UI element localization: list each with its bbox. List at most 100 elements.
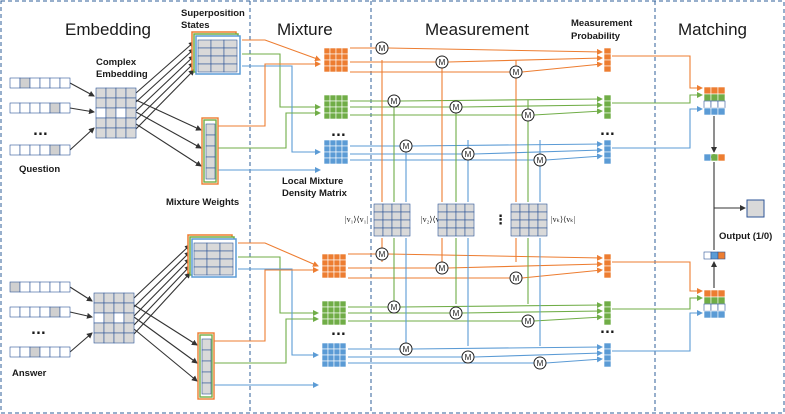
answer-measurement-node-green-circle: [521, 314, 535, 328]
projector-matrix-1-cell: [400, 211, 411, 221]
answer-measurement-node-orange: M: [375, 247, 389, 261]
answer-density-matrix-green-cell: [321, 306, 329, 314]
question-density-matrix-orange-cell: [341, 59, 349, 67]
answer-probability-vector-green-cell: [603, 300, 612, 308]
answer-weight-vector-cell: [201, 371, 212, 384]
question-density-matrix-orange-cell: [329, 59, 337, 67]
question-state-to-mixture-orange: [242, 39, 321, 62]
answer-match-vector-blue-row-cell: [703, 310, 712, 319]
answer-combined-vector: [703, 251, 726, 260]
question-complex-embedding-matrix-cell: [95, 97, 107, 109]
answer-density-matrix-green-cell: [339, 312, 347, 320]
question-probability-vector-orange: [603, 47, 612, 73]
question-word-vector-1: [9, 77, 71, 89]
question-match-vector-green-row: [703, 93, 726, 102]
answer-complex-embedding-matrix-cell: [93, 312, 105, 324]
question-density-matrix-blue-cell: [323, 151, 331, 159]
projector-k-label: |vₖ⟩⟨vₖ|: [551, 215, 575, 224]
question-embedding-to-state-arrow: [135, 48, 195, 103]
answer-complex-embedding-matrix-cell: [123, 332, 135, 344]
answer-word-vector-1-cell: [29, 281, 41, 293]
answer-probability-to-match-0: [612, 261, 703, 294]
question-density-matrix-orange-cell: [335, 59, 343, 67]
answer-ellipsis: ...: [31, 323, 46, 338]
answer-match-vector-green-row-cell: [703, 296, 712, 305]
question-match-vector-blue-row-cell: [703, 107, 712, 116]
question-match-vector-blue-row-cell: [717, 107, 726, 116]
answer-word-vector-3-cell: [59, 346, 71, 358]
question-complex-embedding-matrix: [95, 87, 137, 139]
answer-density-matrix-blue-cell: [327, 348, 335, 356]
answer-complex-embedding-matrix-cell: [103, 292, 115, 304]
question-superposition-grid-cell: [197, 47, 212, 57]
answer-superposition-grid-cell: [206, 250, 221, 260]
question-weight-vector-cell: [205, 156, 216, 169]
projector-matrix-3-cell: [519, 211, 530, 221]
question-measurement-node-green: M: [449, 100, 463, 114]
question-superposition-grid-cell: [197, 39, 212, 49]
question-word-vector-3: [9, 144, 71, 156]
projector-2-label: |v₂⟩⟨v₂|: [421, 215, 444, 224]
question-weight-vector-cell: [205, 123, 216, 136]
answer-word-vector-2-cell: [59, 306, 71, 318]
answer-measurement-node-blue-circle: [461, 350, 475, 364]
question-measurement-node-orange-label: M: [439, 58, 446, 67]
answer-probability-to-match-2: [612, 310, 703, 352]
projector-matrix-2-cell: [464, 203, 475, 213]
projector-matrix-1-cell: [382, 219, 393, 229]
question-density-matrix-blue-cell: [335, 151, 343, 159]
answer-density-matrix-green-cell: [333, 312, 341, 320]
question-density-matrix-orange: [323, 47, 349, 73]
question-superposition-grid-cell: [197, 63, 212, 73]
question-density-matrix-orange-cell: [323, 59, 331, 67]
question-density-matrix-green: [323, 94, 349, 120]
answer-word-vector-2-cell: [49, 306, 61, 318]
superposition-label-line2: States: [181, 20, 210, 31]
question-match-vector-white-row-cell: [710, 100, 719, 109]
projector-matrix-1-cell: [400, 227, 411, 237]
answer-superposition-grid-cell: [193, 242, 208, 252]
answer-complex-embedding-matrix-cell: [103, 302, 115, 314]
answer-match-vector-green-row-cell: [717, 296, 726, 305]
question-measurement-node-orange: M: [435, 55, 449, 69]
question-complex-embedding-matrix-cell: [125, 97, 137, 109]
question-weight-vector: [205, 123, 216, 180]
question-superposition-grid-cell: [223, 55, 238, 65]
question-complex-embedding-matrix-cell: [95, 87, 107, 99]
projector-matrix-2-cell: [455, 227, 466, 237]
question-probability-vector-green-cell: [603, 112, 612, 120]
answer-state-to-mixture-orange: [238, 242, 319, 267]
answer-probability-vector-blue-cell: [603, 348, 612, 356]
answer-measure-to-probability-green: [461, 308, 603, 315]
projector-matrix-3-cell: [528, 227, 539, 237]
answer-density-matrix-orange-cell: [327, 265, 335, 273]
answer-word-vector-2-cell: [9, 306, 21, 318]
question-density-matrix-orange-cell: [335, 47, 343, 55]
answer-measure-to-probability-orange: [387, 253, 603, 261]
question-complex-embedding-matrix-cell: [115, 87, 127, 99]
match-join-node: [711, 154, 717, 160]
answer-word-vector-1-cell: [19, 281, 31, 293]
question-match-vector-orange-row-cell: [717, 86, 726, 95]
question-complex-embedding-matrix-cell: [95, 107, 107, 119]
probability-ellipsis-top: ...: [600, 124, 615, 139]
answer-measurement-node-orange-label: M: [379, 250, 386, 259]
question-density-matrix-orange-cell: [341, 47, 349, 55]
projector-matrix-2: [437, 203, 475, 237]
projector-matrix-2-cell: [437, 227, 448, 237]
answer-match-vector-orange-row-cell: [703, 289, 712, 298]
question-density-matrix-orange-cell: [329, 65, 337, 73]
answer-density-matrix-orange-cell: [321, 253, 329, 261]
question-density-matrix-blue-cell: [323, 157, 331, 165]
projector-matrix-3-cell: [510, 227, 521, 237]
answer-density-matrix-blue-cell: [339, 348, 347, 356]
answer-embedding-to-weight-arrow: [133, 304, 198, 346]
question-measurement-node-green-circle: [387, 94, 401, 108]
question-state-to-mixture-green: [242, 53, 321, 110]
answer-complex-embedding-matrix-cell: [123, 292, 135, 304]
question-measurement-node-blue: M: [533, 153, 547, 167]
answer-weight-to-mixture-green: [214, 316, 319, 364]
question-measurement-node-green: M: [521, 108, 535, 122]
answer-measurement-node-green-label: M: [453, 309, 460, 318]
